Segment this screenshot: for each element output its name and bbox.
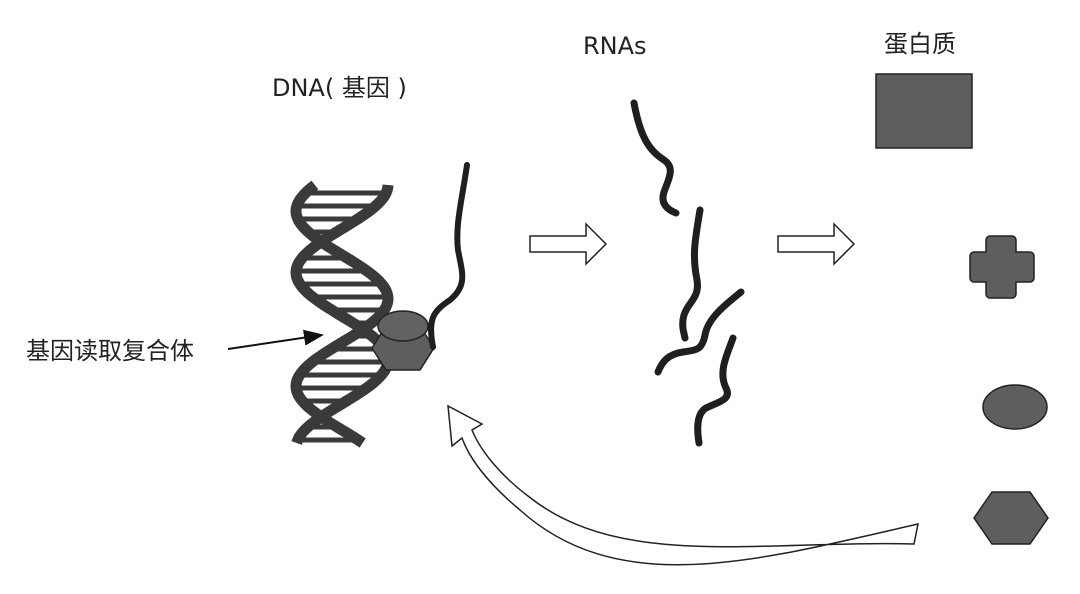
dna-double-helix	[290, 180, 394, 448]
protein-hexagon	[973, 491, 1049, 545]
nascent-rna-strand	[428, 162, 470, 350]
rna-strands	[630, 99, 745, 447]
protein-ellipse	[982, 384, 1048, 430]
complex-label: 基因读取复合体	[26, 337, 194, 365]
gene-reading-complex	[371, 310, 435, 371]
rna-strand	[679, 206, 704, 342]
disc-subunit	[377, 310, 429, 342]
dna-label: DNA( 基因 )	[272, 74, 407, 102]
translation-arrow	[777, 222, 856, 266]
rna-strand	[694, 334, 737, 447]
dna-backbone-strand	[290, 180, 394, 448]
feedback-arrow	[447, 404, 919, 566]
protein-square	[875, 73, 973, 149]
transcription-arrow	[529, 222, 608, 266]
protein-cross	[969, 235, 1035, 299]
rnas-label: RNAs	[583, 32, 647, 60]
rna-strand	[654, 288, 745, 376]
dna-backbone-strand	[290, 184, 394, 445]
pointer-arrow	[227, 329, 324, 350]
rna-strand	[630, 99, 680, 217]
protein-label: 蛋白质	[884, 30, 956, 58]
